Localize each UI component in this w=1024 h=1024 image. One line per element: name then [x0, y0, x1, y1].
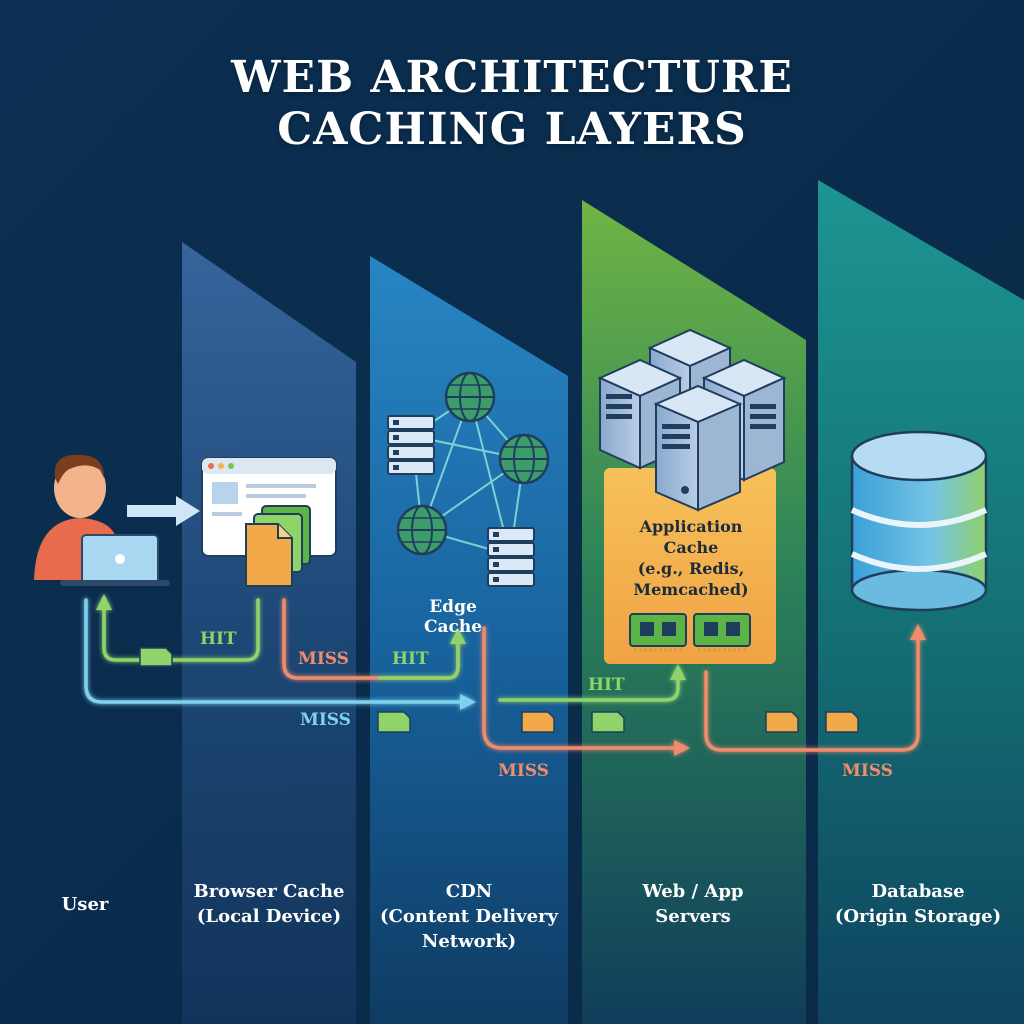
cdn-label-line-1: CDN — [445, 881, 493, 902]
db-miss-label: MISS — [842, 761, 893, 781]
server-tower-icon — [653, 384, 743, 512]
server-rack-icon — [487, 527, 535, 587]
page-title-line-1: WEB ARCHITECTURE — [231, 52, 793, 103]
app-cache-line-1: Application — [639, 517, 743, 536]
data-packet-icon — [377, 711, 411, 733]
user-miss-arrowhead — [460, 694, 476, 710]
cdn-hit-arrowhead — [450, 628, 466, 644]
data-packet-icon — [765, 711, 799, 733]
browser-miss-label: MISS — [298, 649, 349, 669]
user-icon — [34, 454, 170, 586]
database-column-label: Database (Origin Storage) — [818, 879, 1018, 929]
browser-hit-arrowhead — [96, 594, 112, 610]
user-to-browser-arrow — [127, 496, 200, 526]
browser-label-line-1: Browser Cache — [193, 881, 345, 902]
memory-chip-icon — [693, 613, 751, 652]
server-cluster-icon — [597, 328, 787, 512]
cdn-miss-arrowhead — [674, 740, 690, 756]
globe-icon — [498, 433, 550, 485]
data-packets — [139, 647, 859, 733]
cdn-label-line-3: Network) — [421, 931, 517, 952]
app-hit-path — [498, 674, 680, 702]
user-miss-path — [84, 598, 464, 704]
cdn-network-icon — [387, 371, 550, 587]
cdn-label-line-2: (Content Delivery — [380, 906, 558, 927]
page-title-line-2: CACHING LAYERS — [277, 104, 747, 155]
data-packet-icon — [139, 647, 173, 667]
app-hit-label: HIT — [588, 675, 625, 695]
app-cache-line-3: (e.g., Redis, — [637, 559, 745, 578]
data-packet-icon — [825, 711, 859, 733]
app-cache-line-4: Memcached) — [633, 580, 749, 599]
user-miss-label: MISS — [300, 710, 351, 730]
cdn-miss-path — [482, 626, 678, 750]
servers-column-label: Web / App Servers — [593, 879, 793, 929]
database-label-line-2: (Origin Storage) — [834, 906, 1002, 927]
app-cache-line-2: Cache — [663, 538, 719, 557]
db-miss-arrowhead — [910, 624, 926, 640]
browser-hit-label: HIT — [200, 629, 237, 649]
data-packet-icon — [521, 711, 555, 733]
cdn-hit-path — [378, 638, 460, 680]
browser-hit-path — [102, 598, 260, 662]
database-icon — [850, 430, 988, 612]
database-label-line-1: Database — [871, 881, 965, 902]
servers-label-line-1: Web / App — [642, 881, 744, 902]
memory-chip-icon — [629, 613, 687, 652]
user-column-label: User — [61, 894, 109, 915]
data-packet-icon — [591, 711, 625, 733]
browser-column-label: Browser Cache (Local Device) — [169, 879, 369, 929]
server-rack-icon — [387, 415, 435, 475]
cdn-miss-label: MISS — [498, 761, 549, 781]
browser-label-line-2: (Local Device) — [196, 906, 342, 927]
cdn-hit-label: HIT — [392, 649, 429, 669]
edge-cache-label: Edge Cache — [423, 597, 483, 637]
application-cache-label: Application Cache (e.g., Redis, Memcache… — [606, 516, 776, 600]
browser-cache-panel — [182, 242, 356, 1024]
app-hit-arrowhead — [670, 664, 686, 680]
globe-icon — [396, 504, 448, 556]
flow-lines — [84, 594, 926, 756]
browser-window-icon — [201, 457, 337, 587]
cdn-column-label: CDN (Content Delivery Network) — [369, 879, 569, 954]
globe-icon — [444, 371, 496, 423]
db-miss-path — [704, 638, 920, 752]
servers-label-line-2: Servers — [655, 906, 731, 927]
